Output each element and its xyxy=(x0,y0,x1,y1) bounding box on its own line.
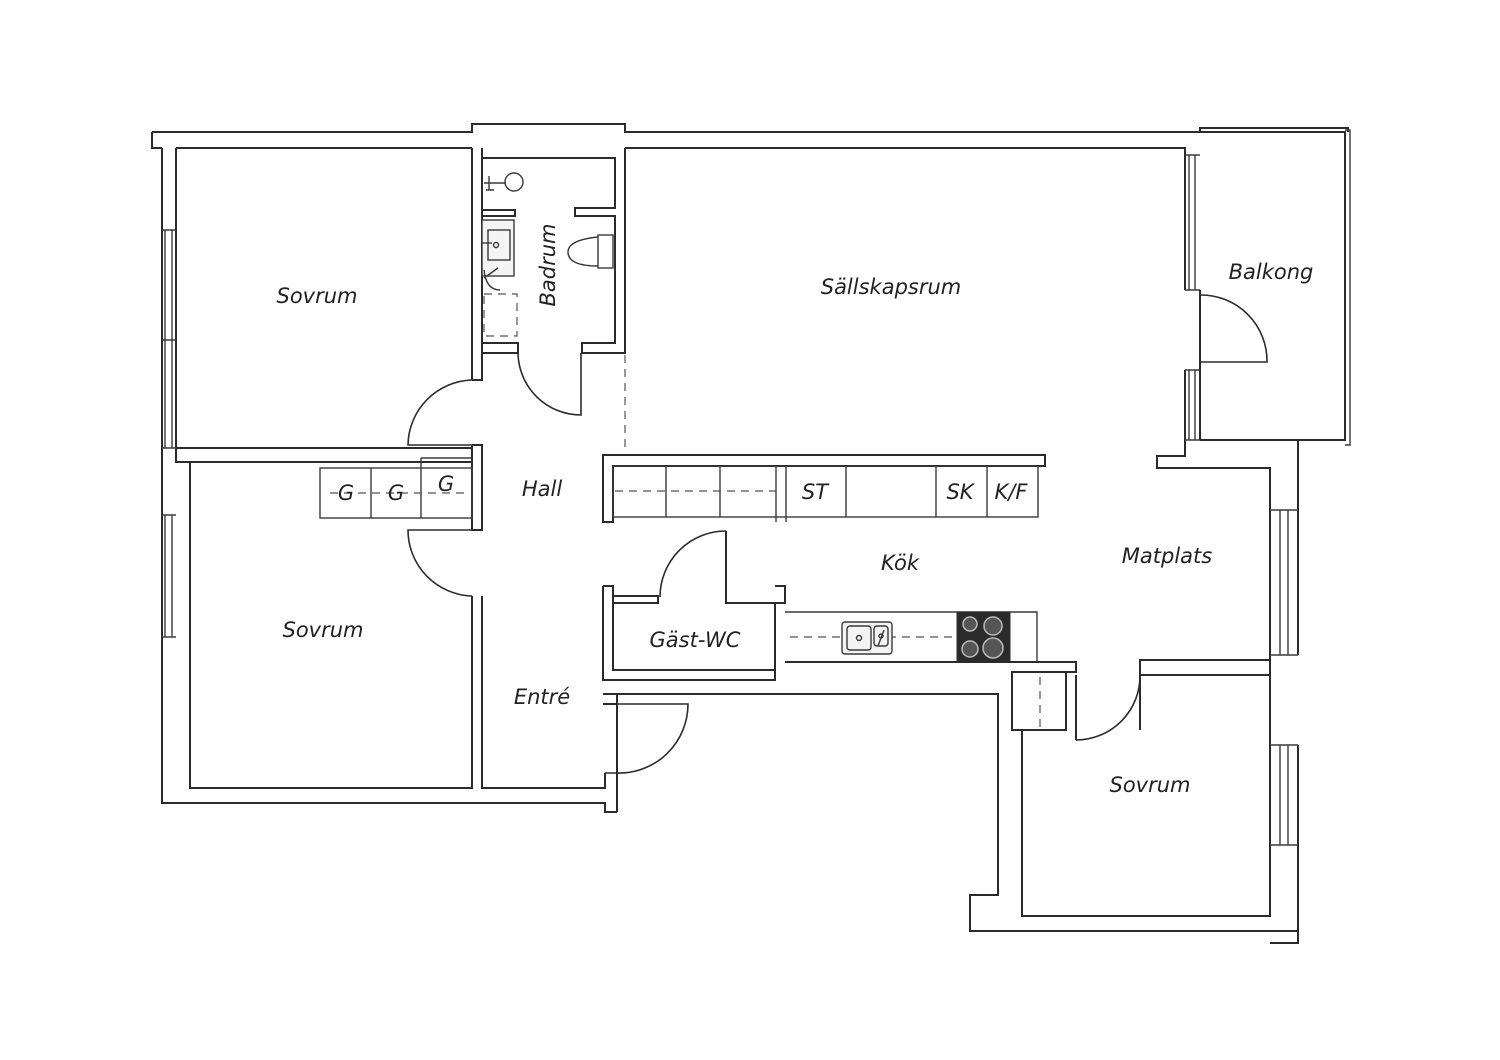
cabinet-label-g-2: G xyxy=(388,481,404,505)
washbasin-icon xyxy=(481,219,515,277)
toilet-icon xyxy=(567,234,614,269)
outer-walls xyxy=(151,123,1299,944)
room-label-sovrum-1: Sovrum xyxy=(276,284,357,308)
cabinet-label-kf: K/F xyxy=(995,480,1029,504)
room-label-sovrum-3: Sovrum xyxy=(1109,773,1190,797)
room-label-sallskapsrum: Sällskapsrum xyxy=(821,275,962,299)
balkong-outline xyxy=(1199,127,1351,446)
cabinet-label-sk: SK xyxy=(946,480,975,504)
wardrobes xyxy=(319,457,473,519)
room-label-sovrum-2: Sovrum xyxy=(282,618,363,642)
stove-icon xyxy=(956,611,1011,663)
cabinet-label-st: ST xyxy=(802,480,830,504)
kitchen-sink-icon xyxy=(841,621,893,655)
bath-outline xyxy=(483,267,518,337)
room-labels: Sovrum Badrum Sällskapsrum Balkong Hall … xyxy=(276,223,1313,797)
room-label-entre: Entré xyxy=(514,685,570,709)
room-label-badrum: Badrum xyxy=(536,223,560,306)
room-label-hall: Hall xyxy=(522,477,562,501)
cabinet-labels: G G G ST SK K/F xyxy=(338,472,1029,505)
room-label-gast-wc: Gäst-WC xyxy=(650,628,741,652)
interior-walls xyxy=(407,148,1141,774)
shower-icon xyxy=(484,172,524,192)
kitchen-upper-counter xyxy=(602,454,1046,523)
room-label-balkong: Balkong xyxy=(1229,260,1314,284)
room-label-matplats: Matplats xyxy=(1122,544,1212,568)
cabinet-label-g-1: G xyxy=(338,481,354,505)
kitchen-lower-counter xyxy=(785,611,1077,731)
cabinet-label-g-3: G xyxy=(438,472,454,496)
room-label-kok: Kök xyxy=(881,551,920,575)
